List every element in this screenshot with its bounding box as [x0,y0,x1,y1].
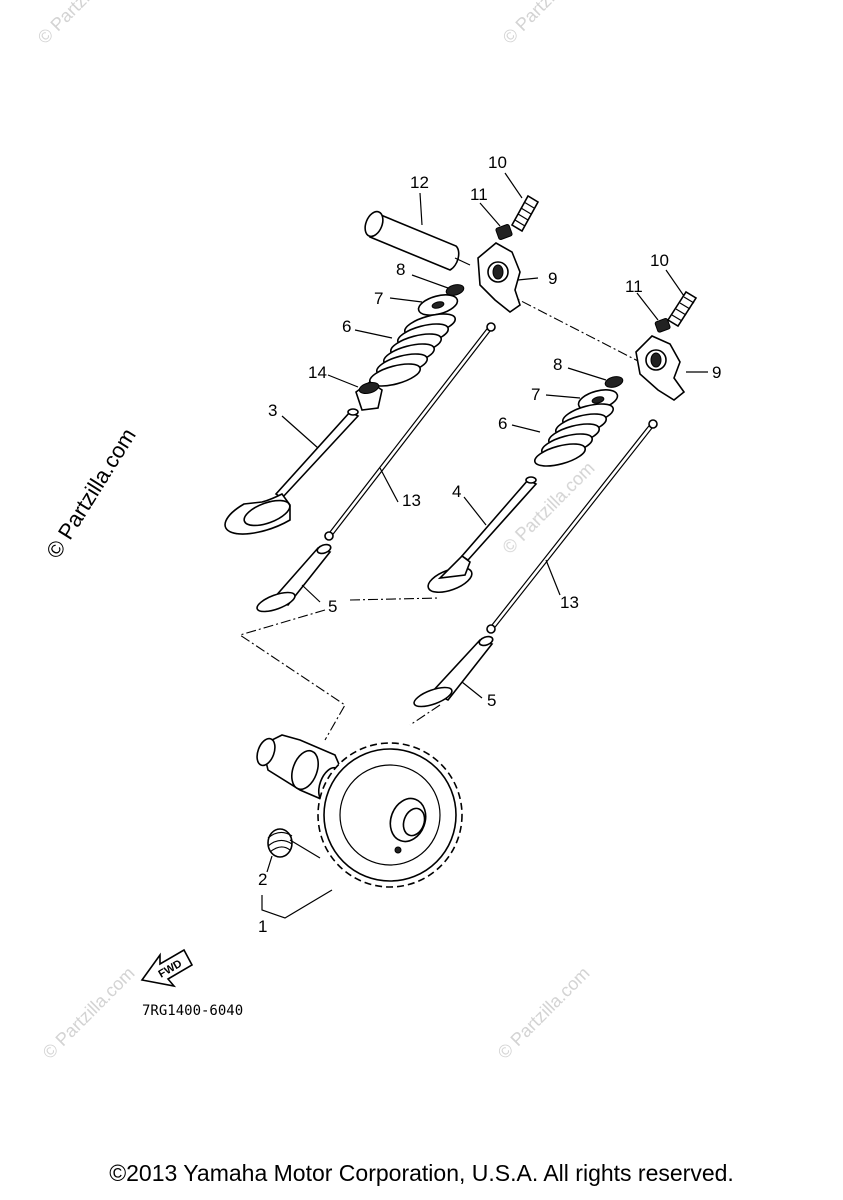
callout-2: 2 [258,870,267,889]
callout-5-right: 5 [487,691,496,710]
watermark-top-right: © Partzilla.com [499,0,599,48]
decompressor-spring-2 [267,828,321,859]
callout-14: 14 [308,363,327,382]
callout-6-right: 6 [498,414,507,433]
fwd-arrow: FWD [140,948,194,988]
callout-3: 3 [268,401,277,420]
push-rod-13-left [324,322,496,541]
callout-8-right: 8 [553,355,562,374]
callout-labels: 1 2 3 4 5 5 6 6 7 7 8 8 9 9 10 10 11 11 … [258,153,721,936]
callout-13-left: 13 [402,491,421,510]
valve-stem-seal-14 [355,381,383,411]
rocker-shaft-12 [364,210,471,271]
callout-11-left: 11 [470,185,488,204]
adjust-screw-10-top [510,194,540,233]
rocker-arm-9-right [635,335,686,401]
callout-7-left: 7 [374,289,383,308]
callout-12: 12 [410,173,429,192]
leader-lines [261,172,708,919]
adjust-screw-10-right [666,290,698,328]
lock-nut-11-top [495,224,513,240]
callout-11-right: 11 [625,277,643,296]
valve-lifter-5-left [256,543,332,613]
exhaust-valve-4 [427,476,538,594]
valve-lifter-5-right [413,635,494,708]
valve-spring-6-right [533,403,615,467]
rocker-arm-9-top [477,242,521,313]
camshaft-gear-1 [256,734,463,888]
push-rod-13-right [486,419,658,634]
callout-7-right: 7 [531,385,540,404]
valve-spring-6-top [368,313,457,387]
callout-9-right: 9 [712,363,721,382]
watermark-side: © Partzilla.com [41,424,141,563]
callout-8-left: 8 [396,260,405,279]
callout-1: 1 [258,917,267,936]
watermark-top-left: © Partzilla.com [34,0,134,48]
lock-nut-11-right [654,317,671,333]
spring-retainer-7-top [417,294,459,316]
callout-5-left: 5 [328,597,337,616]
diagram-part-number: 7RG1400-6040 [142,1003,243,1019]
copyright-notice: ©2013 Yamaha Motor Corporation, U.S.A. A… [109,1160,734,1186]
callout-10-left: 10 [488,153,507,172]
intake-valve-3 [224,408,360,535]
callout-10-right: 10 [650,251,669,270]
valve-cotter-8-right [604,376,624,388]
callout-13-right: 13 [560,593,579,612]
callout-9-left: 9 [548,269,557,288]
watermark-bottom-right: © Partzilla.com [494,963,594,1063]
watermark-bottom-left: © Partzilla.com [39,963,139,1063]
callout-6-left: 6 [342,317,351,336]
callout-4: 4 [452,482,461,501]
fwd-arrow-icon [140,948,194,988]
valve-cotter-8-top [445,284,465,296]
watermarks: © Partzilla.com © Partzilla.com © Partzi… [34,0,599,1063]
